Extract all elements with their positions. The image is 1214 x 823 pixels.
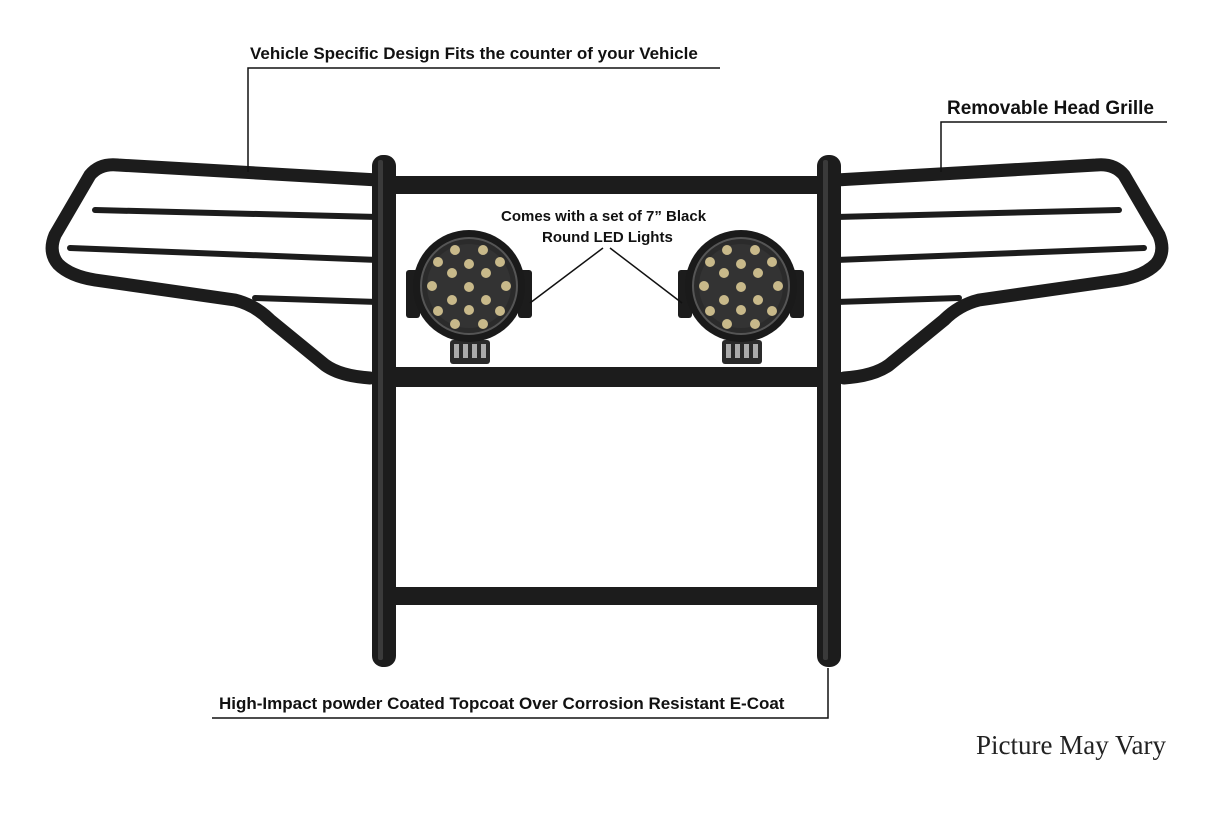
picture-may-vary-caption: Picture May Vary — [976, 730, 1166, 760]
callout-powder-coat: High-Impact powder Coated Topcoat Over C… — [219, 694, 785, 713]
left-wing — [45, 158, 385, 385]
horizontal-bars — [373, 176, 838, 605]
callout-led-lights-line2: Round LED Lights — [542, 229, 673, 246]
led-light-left — [406, 230, 532, 364]
led-light-right — [678, 230, 804, 364]
uprights — [372, 155, 841, 667]
callout-removable-grille: Removable Head Grille — [947, 98, 1154, 119]
callout-led-lights-line1: Comes with a set of 7” Black — [501, 208, 707, 225]
leader-lines — [212, 67, 1167, 719]
right-wing — [829, 158, 1169, 385]
callout-vehicle-specific: Vehicle Specific Design Fits the counter… — [250, 44, 698, 63]
